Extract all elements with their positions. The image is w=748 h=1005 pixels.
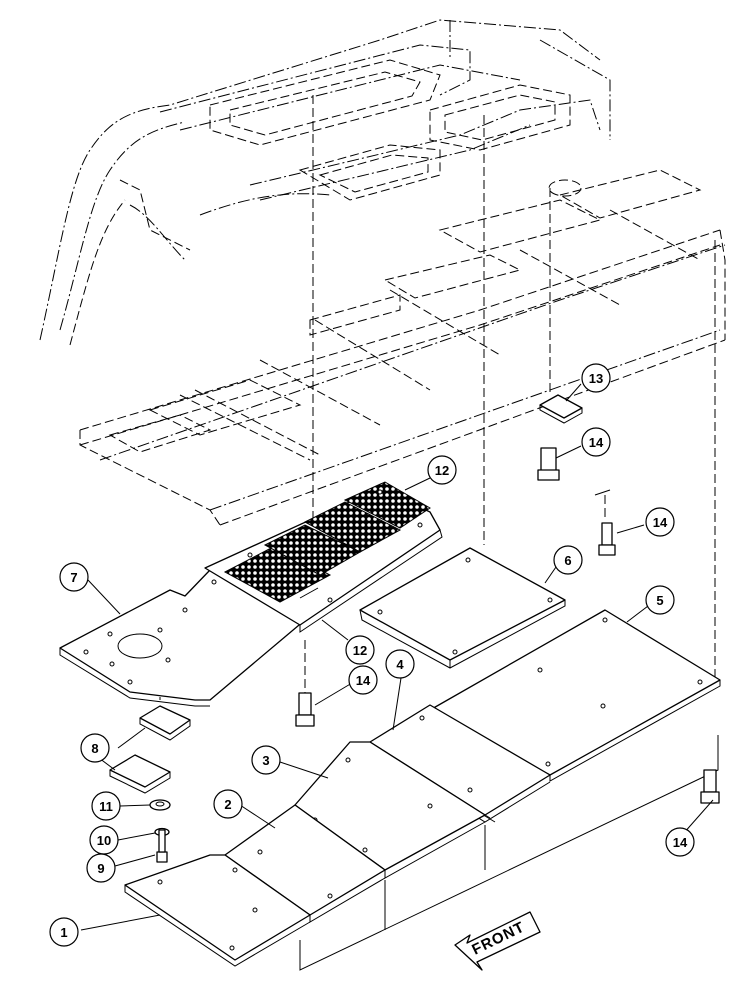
callout-12-lower-label: 12 bbox=[353, 643, 367, 658]
callout-5: 5 bbox=[645, 585, 675, 615]
callout-14-c-label: 14 bbox=[356, 673, 371, 688]
callout-14-a-label: 14 bbox=[589, 435, 604, 450]
callout-6: 6 bbox=[553, 545, 583, 575]
callout-12-upper: 12 bbox=[427, 455, 457, 485]
callout-9-label: 9 bbox=[97, 861, 104, 876]
part-11-washer bbox=[149, 799, 171, 811]
callout-11: 11 bbox=[91, 791, 121, 821]
callout-1-label: 1 bbox=[60, 925, 67, 940]
callout-10-label: 10 bbox=[97, 833, 111, 848]
callout-1: 1 bbox=[49, 917, 79, 947]
part-9-bolt bbox=[156, 829, 168, 863]
callout-14-b-label: 14 bbox=[653, 515, 668, 530]
callout-4-label: 4 bbox=[396, 657, 404, 672]
callout-3: 3 bbox=[251, 745, 281, 775]
lower-bracket-phantom bbox=[299, 735, 719, 971]
callout-7-label: 7 bbox=[70, 570, 77, 585]
callout-6-label: 6 bbox=[564, 553, 571, 568]
callout-2: 2 bbox=[213, 789, 243, 819]
part-14-bolts bbox=[295, 447, 720, 804]
upperstructure-frame-phantom bbox=[39, 19, 726, 526]
part-7-cover-plate bbox=[59, 569, 306, 707]
part-13-cover bbox=[539, 394, 583, 424]
callout-4: 4 bbox=[385, 649, 415, 679]
callout-12-upper-label: 12 bbox=[435, 463, 449, 478]
callout-14-b: 14 bbox=[645, 507, 675, 537]
part-1-floor-plate bbox=[124, 854, 311, 967]
callout-3-label: 3 bbox=[262, 753, 269, 768]
callout-11-label: 11 bbox=[99, 799, 113, 814]
callout-13: 13 bbox=[581, 363, 611, 393]
callout-14-c: 14 bbox=[348, 665, 378, 695]
part-6-side-cover bbox=[359, 489, 611, 669]
callout-13-label: 13 bbox=[589, 371, 603, 386]
part-12-mesh-screen-panels bbox=[204, 481, 443, 633]
callout-10: 10 bbox=[89, 825, 119, 855]
callout-14-a: 14 bbox=[581, 427, 611, 457]
callout-5-label: 5 bbox=[656, 593, 663, 608]
callout-2-label: 2 bbox=[224, 797, 231, 812]
callout-14-d-label: 14 bbox=[673, 835, 688, 850]
front-direction-arrow: FRONT bbox=[454, 911, 541, 971]
callout-7: 7 bbox=[59, 562, 89, 592]
callout-8-label: 8 bbox=[91, 741, 98, 756]
callout-8: 8 bbox=[80, 733, 110, 763]
callout-9: 9 bbox=[86, 853, 116, 883]
callout-12-lower: 12 bbox=[345, 635, 375, 665]
part-8-covers bbox=[109, 705, 191, 794]
callout-14-d: 14 bbox=[665, 827, 695, 857]
callout-leaders bbox=[80, 383, 714, 931]
